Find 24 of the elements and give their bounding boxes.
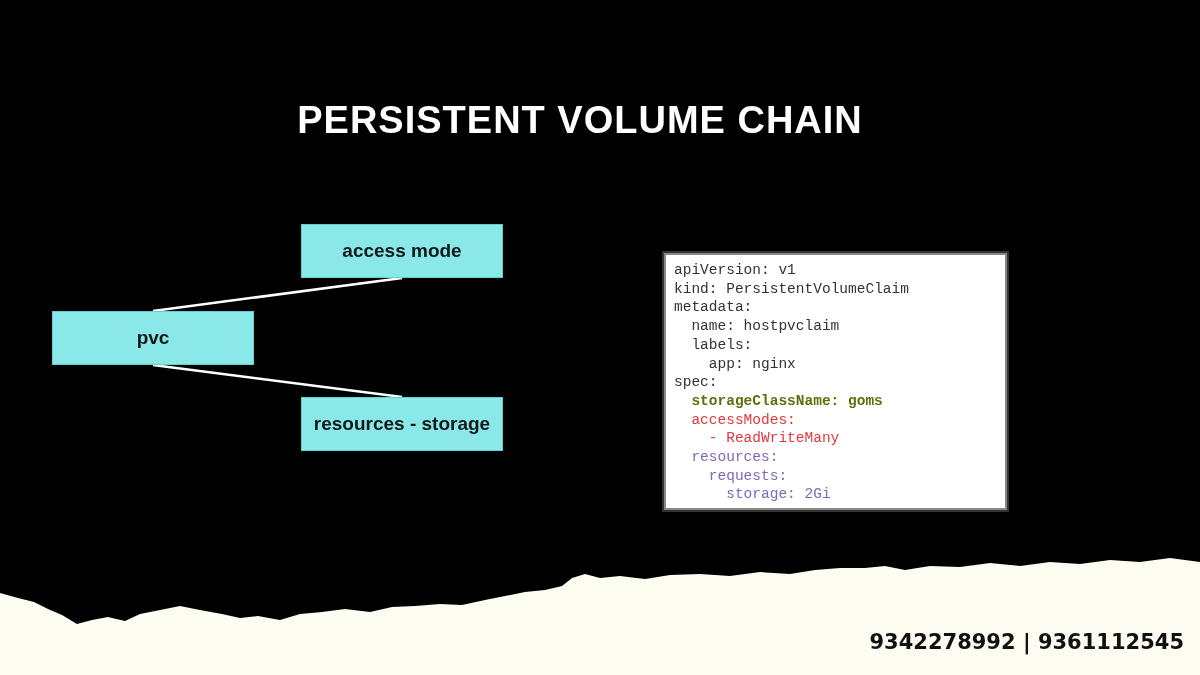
node-label: access mode: [342, 240, 462, 262]
connector-line: [152, 363, 403, 399]
code-line: metadata:: [674, 298, 753, 318]
node-label: pvc: [136, 327, 170, 349]
code-line: accessModes:: [691, 410, 796, 430]
phone-numbers: 9342278992 | 9361112545: [869, 630, 1184, 654]
code-line: spec:: [674, 373, 718, 392]
code-line: storageClassName: goms: [691, 391, 883, 411]
code-line: resources:: [691, 448, 779, 467]
code-line: app: nginx: [708, 354, 796, 374]
code-line: kind: PersistentVolumeClaim: [674, 279, 909, 299]
code-line: requests:: [708, 466, 788, 486]
code-line: storage: 2Gi: [726, 485, 831, 505]
process-box: [301, 397, 503, 451]
code-line: labels:: [691, 335, 753, 355]
process-box: [301, 224, 503, 278]
node-label: resources - storage: [313, 413, 491, 435]
connector-line: [152, 276, 403, 313]
code-line: name: hostpvclaim: [691, 317, 840, 336]
title: PERSISTENT VOLUME CHAIN: [296, 98, 864, 142]
process-box: [52, 311, 254, 365]
code-line: - ReadWriteMany: [708, 429, 840, 449]
code-panel: [664, 253, 1007, 510]
code-line: apiVersion: v1: [674, 261, 796, 280]
